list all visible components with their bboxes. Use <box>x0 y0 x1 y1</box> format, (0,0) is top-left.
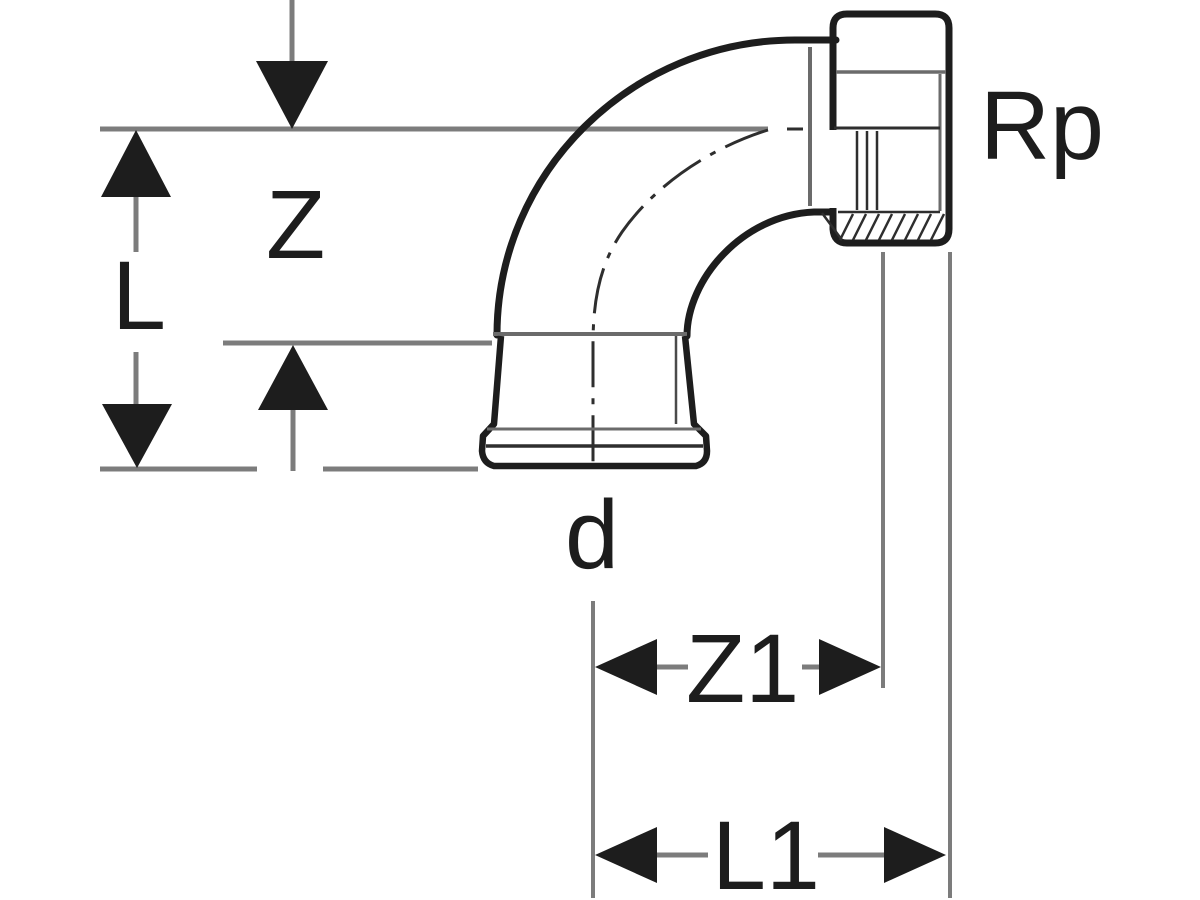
thread-socket <box>808 10 953 247</box>
label-l: L <box>112 241 166 350</box>
thread-socket-outline <box>829 10 953 247</box>
label-rp: Rp <box>980 71 1104 180</box>
arrowhead-down-to-axis <box>256 61 328 129</box>
press-socket-outline <box>478 335 711 470</box>
thread-bore-lines <box>855 131 879 210</box>
arrowhead-z-up <box>258 345 328 410</box>
thread-hatch-marks <box>820 212 946 241</box>
arrowhead-z1-right <box>819 639 881 695</box>
arrowhead-l1-left <box>595 827 657 883</box>
elbow-body <box>493 36 840 467</box>
bend-outer-arc <box>493 36 840 339</box>
arrowhead-l1-right <box>884 827 946 883</box>
arrowhead-l-up <box>101 130 171 197</box>
label-d: d <box>565 480 619 589</box>
arrowhead-z1-left <box>595 639 657 695</box>
dimension-arrowheads <box>101 61 946 883</box>
dimension-lines <box>100 0 952 898</box>
press-socket <box>478 332 711 470</box>
bend-centerline <box>591 128 769 467</box>
label-z: Z <box>266 170 325 279</box>
label-z1: Z1 <box>686 614 799 723</box>
label-l1: L1 <box>712 801 820 900</box>
bend-inner-arc <box>683 208 835 340</box>
arrowhead-l-down <box>102 404 172 468</box>
dimension-labels: L Z Rp d Z1 L1 <box>112 71 1104 900</box>
